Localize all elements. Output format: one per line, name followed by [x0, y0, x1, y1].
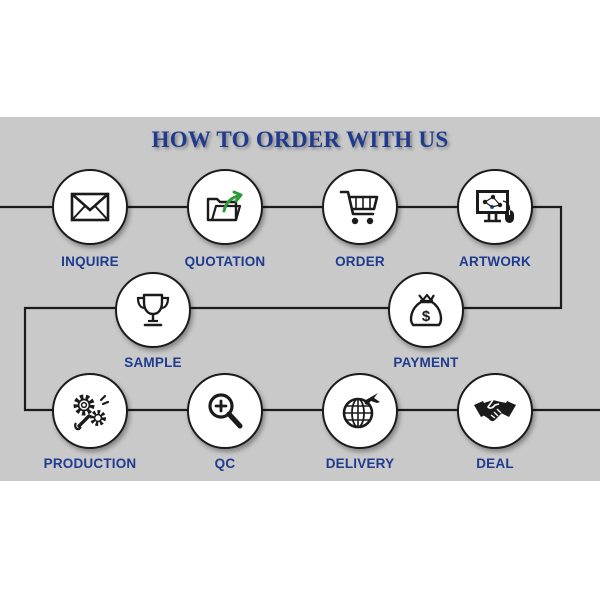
process-panel: HOW TO ORDER WITH US INQUIRE QUOTATION O…	[0, 117, 600, 481]
step-delivery-label: DELIVERY	[325, 456, 395, 471]
shopping-cart-icon	[339, 190, 379, 225]
step-quotation-node	[187, 169, 263, 245]
folder-arrow-icon	[206, 190, 243, 222]
computer-design-icon	[476, 190, 514, 223]
step-payment-label: PAYMENT	[393, 355, 459, 370]
step-sample-node	[115, 272, 191, 348]
step-quotation-label: QUOTATION	[184, 254, 266, 269]
step-qc-label: QC	[214, 456, 236, 471]
step-production-label: PRODUCTION	[43, 456, 137, 471]
step-deal-label: DEAL	[476, 456, 514, 471]
svg-text:$: $	[422, 308, 431, 325]
trophy-icon	[136, 293, 170, 327]
step-sample-label: SAMPLE	[124, 355, 182, 370]
step-deal-node	[457, 373, 533, 449]
handshake-icon	[474, 399, 516, 422]
step-qc-node	[187, 373, 263, 449]
gears-wrench-icon	[73, 394, 110, 431]
step-order-node	[322, 169, 398, 245]
step-artwork-label: ARTWORK	[459, 254, 531, 269]
step-payment-node: $	[388, 272, 464, 348]
step-delivery-node	[322, 373, 398, 449]
step-inquire-label: INQUIRE	[61, 254, 119, 269]
envelope-icon	[70, 192, 110, 222]
globe-plane-icon	[342, 393, 380, 429]
step-inquire-node	[52, 169, 128, 245]
magnifier-icon	[208, 393, 243, 429]
step-order-label: ORDER	[335, 254, 385, 269]
page-title: HOW TO ORDER WITH US	[151, 127, 449, 152]
step-artwork-node	[457, 169, 533, 245]
money-bag-icon: $	[409, 293, 443, 327]
step-production-node	[52, 373, 128, 449]
